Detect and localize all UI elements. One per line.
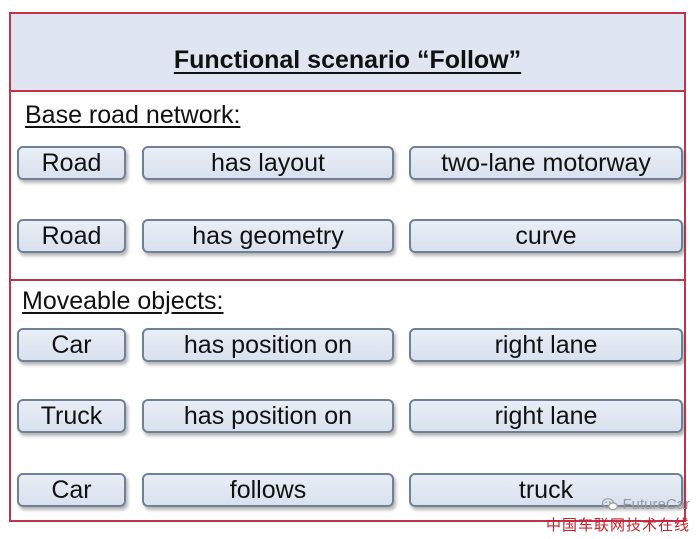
diagram-title: Functional scenario “Follow”	[173, 46, 522, 74]
scenario-frame: Functional scenario “Follow” Base road n…	[9, 12, 686, 522]
subject-box: Truck	[17, 399, 126, 433]
watermark-brand: FutureCar	[622, 496, 690, 513]
relation-box: has position on	[142, 328, 394, 362]
watermark: FutureCar 中国车联网技术在线	[546, 496, 690, 535]
object-box: truck	[409, 473, 683, 507]
subject-box: Car	[17, 473, 126, 507]
watermark-brand-row: FutureCar	[546, 496, 690, 513]
subject-box: Road	[17, 219, 126, 253]
section-label-moveable-objects: Moveable objects:	[22, 287, 224, 315]
relation-box: has position on	[142, 399, 394, 433]
object-box: two-lane motorway	[409, 146, 683, 180]
watermark-caption: 中国车联网技术在线	[545, 517, 690, 534]
title-band: Functional scenario “Follow”	[11, 14, 684, 92]
subject-box: Car	[17, 328, 126, 362]
object-box: right lane	[409, 328, 683, 362]
relation-box: has geometry	[142, 219, 394, 253]
relation-box: follows	[142, 473, 394, 507]
section-label-base-road-network: Base road network:	[25, 101, 241, 129]
object-box: right lane	[409, 399, 683, 433]
section-divider	[11, 279, 684, 281]
object-box: curve	[409, 219, 683, 253]
wechat-icon	[602, 498, 619, 511]
relation-box: has layout	[142, 146, 394, 180]
subject-box: Road	[17, 146, 126, 180]
